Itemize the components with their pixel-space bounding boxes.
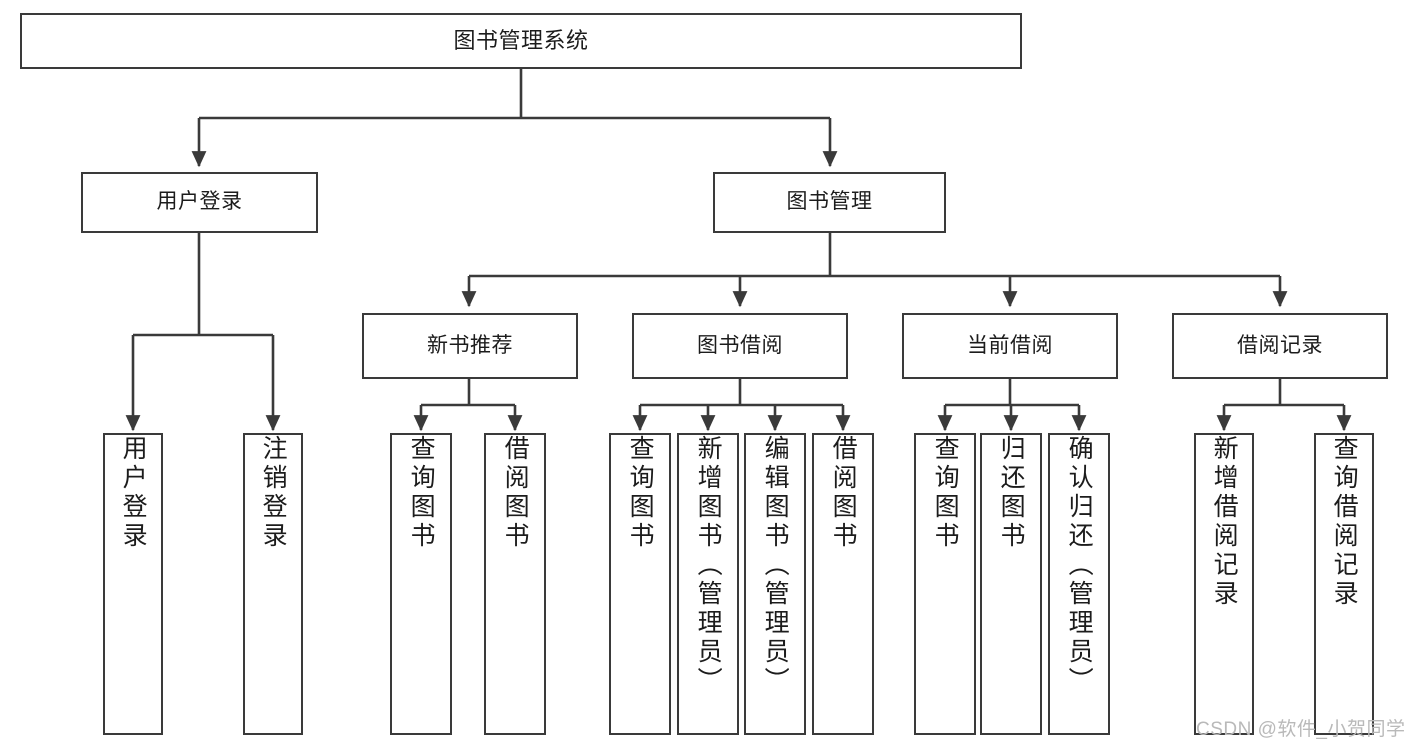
leaf-query-book-recommend[interactable]: 查询图书 — [390, 433, 452, 735]
leaf-confirm-return-admin[interactable]: 确认归还（管理员） — [1048, 433, 1110, 735]
leaf-logout-login[interactable]: 注销登录 — [243, 433, 303, 735]
node-label: 当前借阅 — [967, 333, 1053, 357]
node-label: 查询图书 — [407, 435, 436, 551]
node-label: 用户登录 — [119, 435, 148, 551]
node-label: 注销登录 — [259, 435, 288, 551]
node-borrow-record[interactable]: 借阅记录 — [1172, 313, 1388, 379]
node-user-login[interactable]: 用户登录 — [81, 172, 318, 233]
leaf-borrow-book[interactable]: 借阅图书 — [812, 433, 874, 735]
node-label: 借阅图书 — [829, 435, 858, 551]
node-label: 新增图书（管理员） — [694, 435, 723, 696]
node-label: 新增借阅记录 — [1210, 435, 1239, 609]
node-label: 新书推荐 — [427, 333, 513, 357]
node-label: 借阅图书 — [501, 435, 530, 551]
leaf-user-login[interactable]: 用户登录 — [103, 433, 163, 735]
node-new-book-recommend[interactable]: 新书推荐 — [362, 313, 578, 379]
node-label: 图书管理系统 — [453, 28, 589, 54]
node-label: 查询借阅记录 — [1330, 435, 1359, 609]
node-label: 归还图书 — [997, 435, 1026, 551]
leaf-query-book-current[interactable]: 查询图书 — [914, 433, 976, 735]
node-current-borrow[interactable]: 当前借阅 — [902, 313, 1118, 379]
leaf-add-borrow-record[interactable]: 新增借阅记录 — [1194, 433, 1254, 735]
node-root-system[interactable]: 图书管理系统 — [20, 13, 1022, 69]
node-label: 查询图书 — [626, 435, 655, 551]
node-label: 查询图书 — [931, 435, 960, 551]
leaf-edit-book-admin[interactable]: 编辑图书（管理员） — [744, 433, 806, 735]
leaf-borrow-book-recommend[interactable]: 借阅图书 — [484, 433, 546, 735]
leaf-add-book-admin[interactable]: 新增图书（管理员） — [677, 433, 739, 735]
node-book-manage[interactable]: 图书管理 — [713, 172, 946, 233]
node-label: 用户登录 — [156, 190, 243, 214]
node-label: 借阅记录 — [1237, 333, 1323, 357]
node-label: 确认归还（管理员） — [1065, 435, 1094, 696]
node-label: 编辑图书（管理员） — [761, 435, 790, 696]
csdn-watermark: CSDN @软件_小贺同学 — [1196, 719, 1405, 740]
node-label: 图书管理 — [786, 190, 873, 214]
leaf-query-borrow-record[interactable]: 查询借阅记录 — [1314, 433, 1374, 735]
leaf-return-book[interactable]: 归还图书 — [980, 433, 1042, 735]
leaf-query-book-borrow[interactable]: 查询图书 — [609, 433, 671, 735]
node-book-borrow[interactable]: 图书借阅 — [632, 313, 848, 379]
node-label: 图书借阅 — [697, 333, 783, 357]
